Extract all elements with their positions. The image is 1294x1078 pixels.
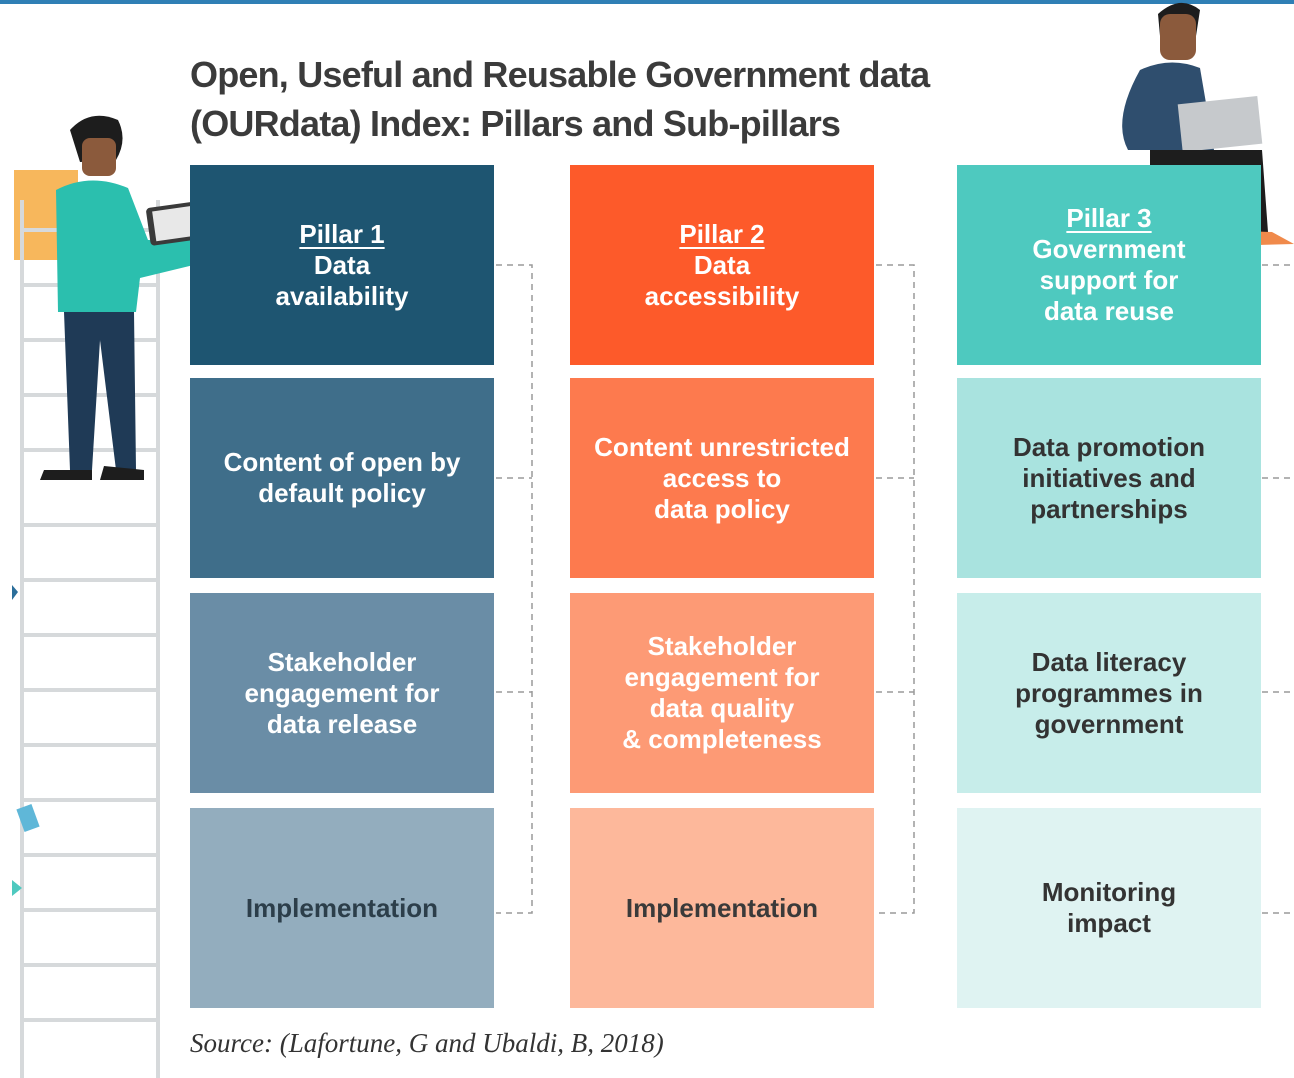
pillar-3-name-line: data reuse (1043, 296, 1175, 326)
pillar-1-header: Pillar 1 Data availability (190, 165, 494, 365)
subpillar-text-line: Stakeholder (267, 646, 417, 677)
pillar-2-header: Pillar 2 Data accessibility (570, 165, 874, 365)
subpillar-text-line: Data literacy (1031, 646, 1187, 677)
diagram-title: Open, Useful and Reusable Government dat… (190, 50, 950, 148)
pillar-1-subpillar-1: Content of open by default policy (190, 378, 494, 578)
subpillar-text-line: impact (1067, 908, 1151, 938)
subpillar-text-line: default policy (258, 478, 426, 508)
subpillar-text-line: programmes in (1015, 677, 1203, 708)
pillar-2-subpillar-1: Content unrestricted access to data poli… (570, 378, 874, 578)
pillar-1-label: Pillar 1 (299, 218, 385, 249)
pillar-1-subpillar-3: Implementation (190, 808, 494, 1008)
subpillar-text-line: government (1034, 708, 1184, 739)
title-line-1: Open, Useful and Reusable Government dat… (190, 54, 930, 95)
pillar-2-subpillar-3: Implementation (570, 808, 874, 1008)
subpillar-text-line: Content unrestricted (594, 431, 850, 462)
subpillar-text-line: engagement for (244, 677, 440, 708)
pillar-2-label: Pillar 2 (679, 218, 765, 249)
subpillar-text-line: Implementation (245, 892, 439, 923)
title-line-2: (OURdata) Index: Pillars and Sub-pillars (190, 103, 841, 144)
pillar-3-label: Pillar 3 (1066, 203, 1152, 233)
subpillar-text-line: Content of open by (223, 447, 461, 477)
pillar-2-name-line: accessibility (644, 280, 800, 311)
pillar-1-name-line: Data (313, 249, 371, 280)
pillar-3-header: Pillar 3 Government support for data reu… (957, 165, 1261, 365)
subpillar-text-line: Stakeholder (647, 631, 797, 661)
pillar-3-name-line: Government (1032, 234, 1186, 264)
pillar-2-name-line: Data (693, 249, 751, 280)
pillar-1-name-line: availability (275, 280, 409, 311)
subpillar-text-line: Implementation (625, 892, 819, 923)
pillar-2-subpillar-2: Stakeholder engagement for data quality … (570, 593, 874, 793)
subpillar-text-line: & completeness (622, 724, 822, 754)
subpillar-text-line: Monitoring (1041, 877, 1177, 907)
subpillar-text-line: data release (266, 708, 418, 739)
subpillar-text-line: partnerships (1030, 493, 1188, 524)
subpillar-text-line: Data promotion (1012, 431, 1206, 462)
subpillar-text-line: engagement for (624, 662, 820, 692)
subpillar-text-line: initiatives and (1022, 462, 1196, 493)
subpillar-text-line: data policy (654, 493, 790, 524)
pillar-3-subpillar-2: Data literacy programmes in government (957, 593, 1261, 793)
pillar-3-subpillar-3: Monitoring impact (957, 808, 1261, 1008)
dashed-connectors (496, 264, 1294, 914)
subpillar-text-line: access to (662, 462, 782, 493)
pillar-3-name-line: support for (1039, 265, 1179, 295)
pillar-1-subpillar-2: Stakeholder engagement for data release (190, 593, 494, 793)
pillar-3-subpillar-1: Data promotion initiatives and partnersh… (957, 378, 1261, 578)
subpillar-text-line: data quality (649, 693, 795, 723)
man-with-tablet-illustration (40, 115, 210, 480)
source-citation: Source: (Lafortune, G and Ubaldi, B, 201… (190, 1028, 664, 1058)
top-accent-bar (0, 0, 1294, 4)
